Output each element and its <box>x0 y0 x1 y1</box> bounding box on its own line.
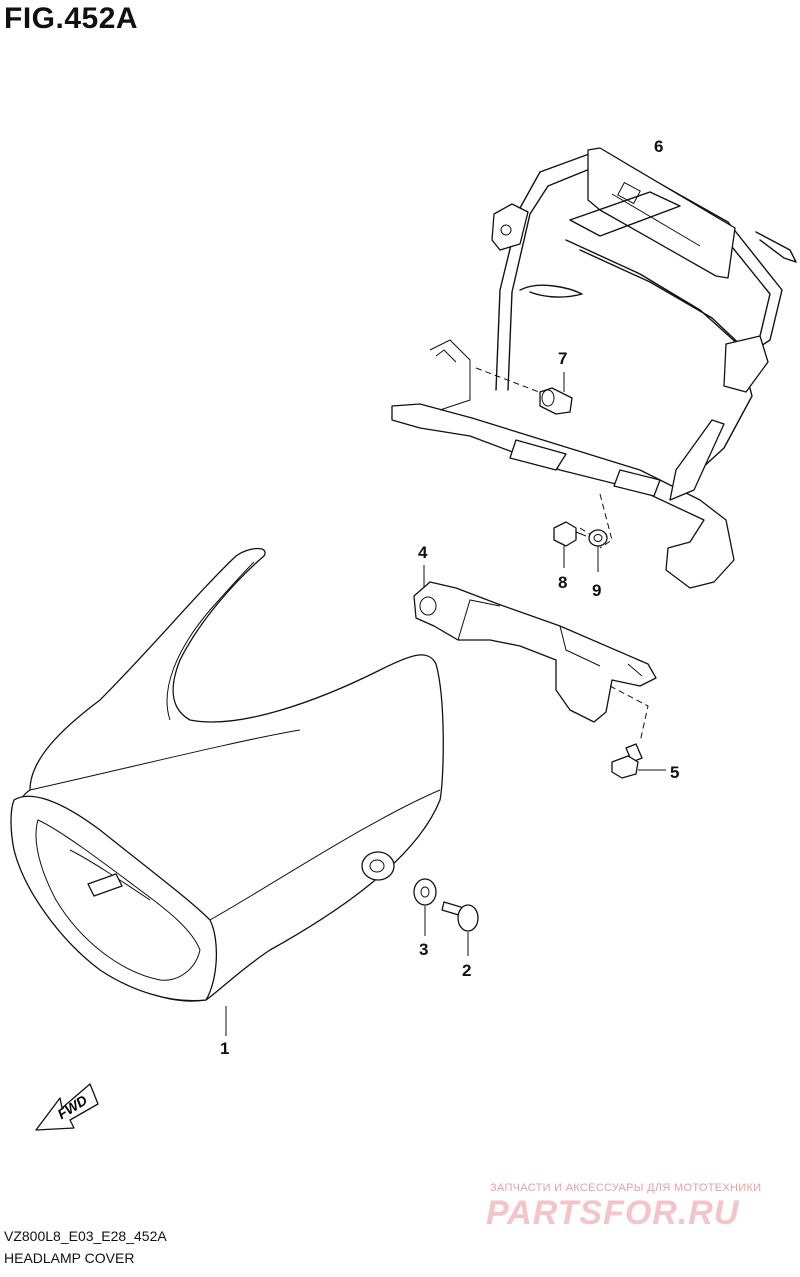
model-code: VZ800L8_E03_E28_452A <box>4 1228 167 1244</box>
watermark-logo: PARTSFOR.RU <box>486 1194 740 1232</box>
callout-1: 1 <box>220 1039 229 1058</box>
callout-7: 7 <box>558 349 567 368</box>
callout-3: 3 <box>419 940 428 959</box>
bolt-part-8 <box>553 521 587 568</box>
watermark-tagline: ЗАПЧАСТИ И АКСЕССУАРЫ ДЛЯ МОТОТЕХНИКИ <box>490 1182 762 1194</box>
callout-5: 5 <box>670 763 679 782</box>
bolt-part-2 <box>441 901 479 956</box>
fwd-direction-arrow: FWD <box>35 1083 99 1131</box>
nut-part-9 <box>588 529 608 572</box>
figure-title: FIG.452A <box>4 2 139 35</box>
grommet-part-7 <box>539 372 573 415</box>
diagram-caption: HEADLAMP COVER <box>4 1250 135 1266</box>
callout-2: 2 <box>462 961 471 980</box>
mounting-stay-part-4 <box>413 565 657 743</box>
headlamp-cover-part-1 <box>10 547 444 1036</box>
callout-4: 4 <box>418 543 428 562</box>
headlamp-bracket-frame <box>391 147 797 589</box>
callout-6: 6 <box>654 137 663 156</box>
callout-9: 9 <box>592 581 601 600</box>
callout-8: 8 <box>558 573 567 592</box>
bolt-part-5 <box>611 743 666 779</box>
washer-part-3 <box>413 878 437 936</box>
